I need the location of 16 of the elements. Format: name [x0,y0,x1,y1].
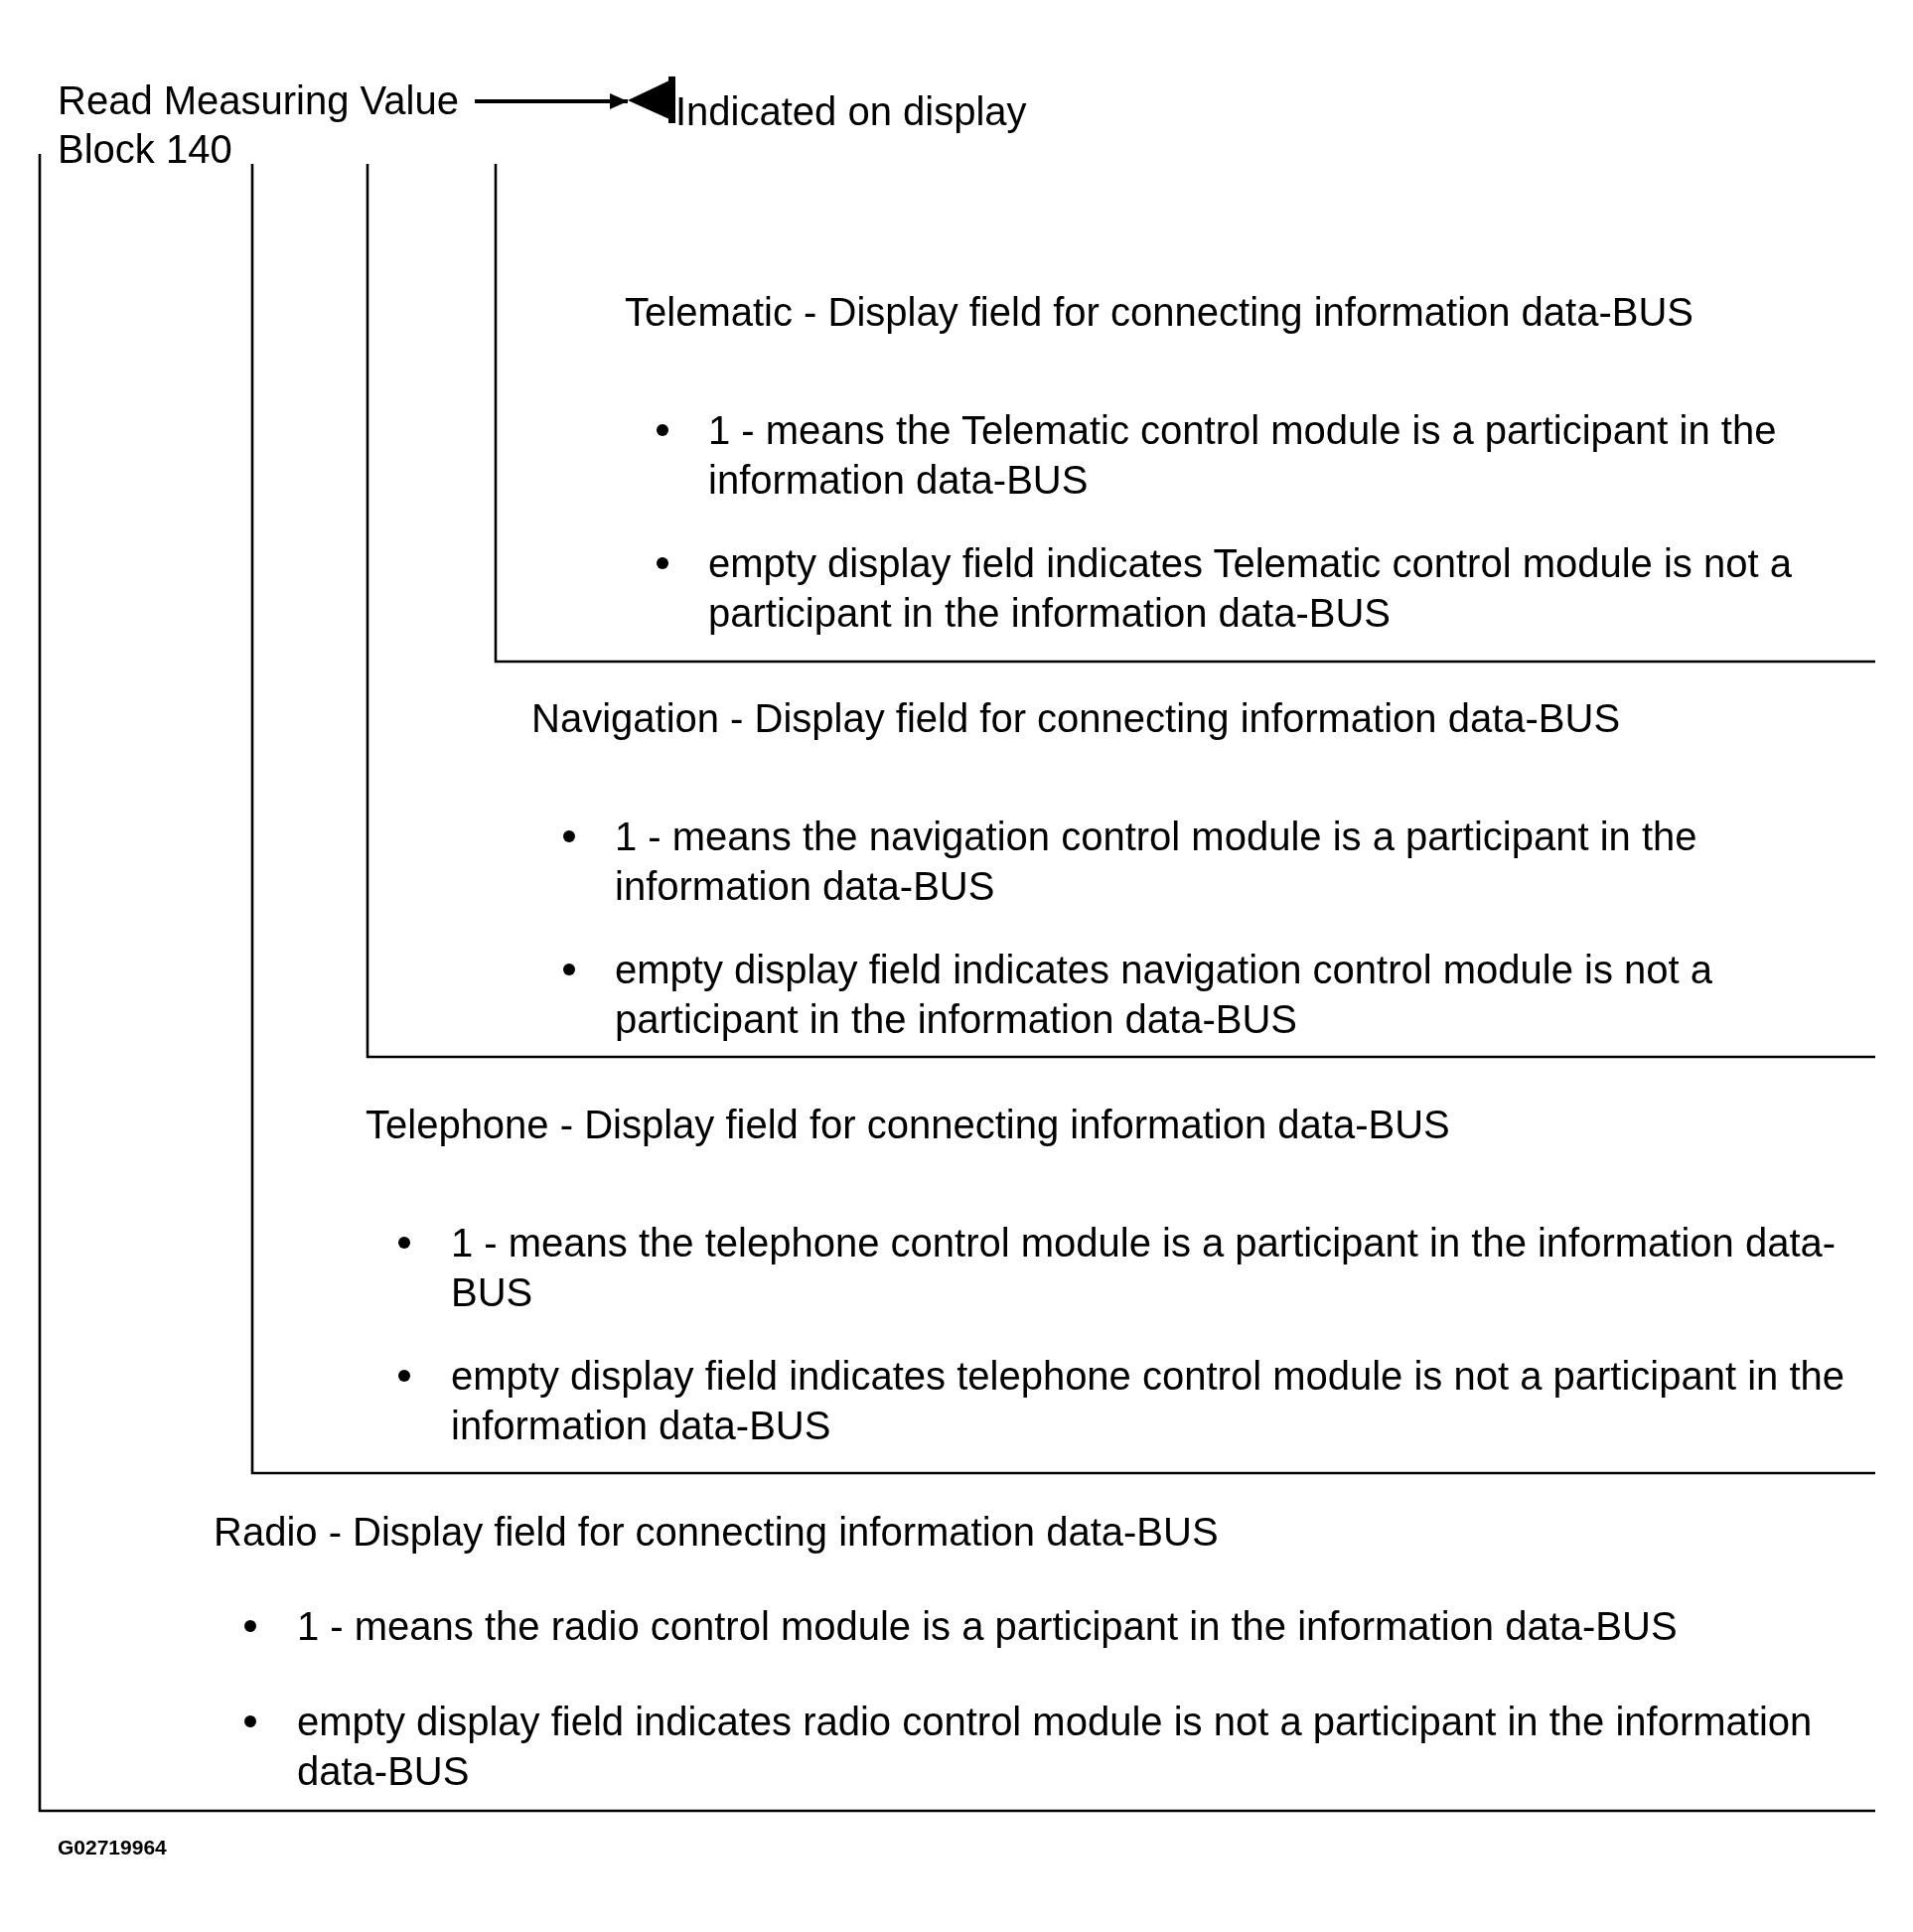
bullet-text: 1 - means the navigation control module is a participant in the information data-BUS [615,814,1698,910]
section-heading: Navigation - Display field for connecting information data-BUS [531,695,1621,742]
section-heading: Telephone - Display field for connecting information data-BUS [366,1102,1450,1148]
bullet-text: empty display field indicates radio control module is not a participant in the information data-BUS [297,1699,1814,1795]
section-heading: Radio - Display field for connecting information data-BUS [214,1509,1219,1556]
bullet-text: empty display field indicates navigation control module is not a participant in the information data-BUS [615,947,1714,1043]
bullet-text: 1 - means the telephone control module is a participant in the information data-BUS [451,1220,1838,1316]
block-title: Read Measuring Value Block 140 [58,76,475,174]
bullet-text: empty display field indicates Telematic control module is not a participant in the information data-BUS [708,540,1793,637]
figure-id: G02719964 [58,1835,167,1860]
note-text: Indicated on display [675,88,1027,135]
bullet-text: empty display field indicates telephone control module is not a participant in the information data-BUS [451,1353,1846,1449]
section-heading: Telematic - Display field for connecting information data-BUS [625,289,1694,336]
bullet-text: 1 - means the radio control module is a participant in the information data-BUS [297,1603,1679,1650]
bullet-text: 1 - means the Telematic control module is a participant in the information data-BUS [708,407,1778,504]
arrow [475,93,628,109]
